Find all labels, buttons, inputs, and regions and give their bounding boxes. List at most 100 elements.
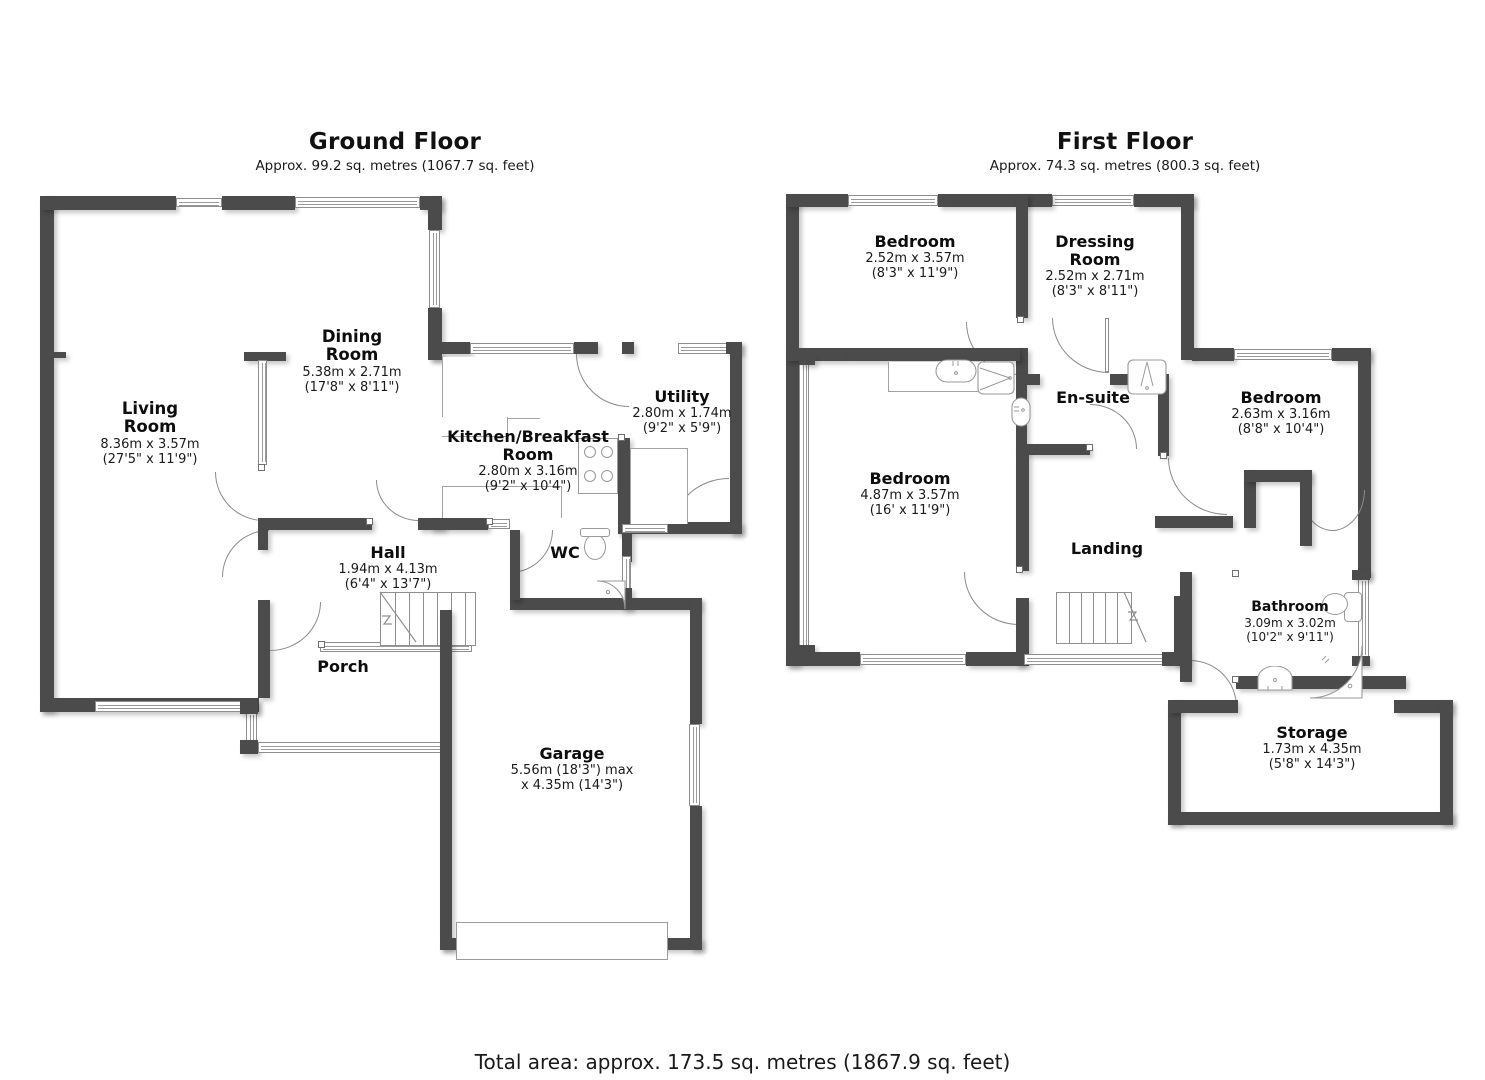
wall-ff-bathroom-top-right [1244,470,1310,482]
first-floor-area: Approx. 74.3 sq. metres (800.3 sq. feet) [989,158,1261,175]
window-ff-mainbed-left [799,360,809,648]
wall-hall-top-left [258,518,372,530]
garage-door [456,922,668,960]
room-label-kitchen-breakfast-room: Kitchen/Breakfast Room 2.80m x 3.16m (9'… [447,427,609,495]
wall-ff-dressing-right [1181,194,1194,360]
wall-ff-exterior-left [786,194,799,666]
wall-exterior-top-mid [222,196,295,210]
wall-kitchen-top-left [442,342,470,354]
window-porch-bottom [258,742,448,753]
window-ff-bedroom1-top [848,195,938,206]
room-label-ff-ensuite: En-suite [1056,388,1130,407]
wall-ff-storage-top-right [1394,700,1452,713]
wall-dining-right-lower [428,308,442,360]
kitchen-counter-upper [442,357,540,419]
wall-hall-left-stub [258,530,268,550]
kitchen-counter-mid [442,417,508,437]
wall-utility-top-left [622,342,634,354]
room-label-hall: Hall 1.94m x 4.13m (6'4" x 13'7") [338,543,438,593]
room-label-ff-bedroom-3: Bedroom 2.63m x 3.16m (8'8" x 10'4") [1231,388,1331,438]
wall-ff-ensuite-bottom [1016,444,1090,455]
door-leaf-ff-dressing [1105,318,1109,372]
window-garage-right [689,724,700,806]
window-living-top-1 [176,198,222,207]
wall-wc-right-upper [622,534,632,562]
wall-ff-bathroom-right-upper [1300,470,1312,546]
wall-kitchen-bottom-left [430,518,488,530]
window-living-bottom [95,701,245,712]
window-dining-top [295,197,420,208]
wall-ff-bed3-top-1 [1192,348,1234,361]
wall-garage-right-lower [690,806,702,950]
door-stop-ff-storage [1232,676,1239,683]
wall-ff-mid-center [848,348,1020,361]
door-swing-ff-ensuite [1090,404,1137,449]
wall-exterior-left [40,196,54,712]
ensuite-double-basin [935,359,977,383]
corner-bath [1309,645,1363,699]
wall-living-dining-head [244,352,286,361]
room-label-ff-dressing-room: Dressing Room 2.52m x 2.71m (8'3" x 8'11… [1045,232,1145,300]
ground-staircase [380,592,476,646]
room-label-ff-landing: Landing [1070,539,1144,558]
wall-garage-right-upper [690,598,702,724]
wall-ff-bathroom-left [1180,572,1192,682]
wall-dining-right-upper [428,196,442,230]
total-area-footer: Total area: approx. 173.5 sq. metres (18… [474,1050,1011,1074]
ground-floor-area: Approx. 99.2 sq. metres (1067.7 sq. feet… [255,158,535,175]
wall-ff-mainbed-left-notch-top [799,358,815,365]
wall-ff-storage-bottom [1168,812,1453,825]
wall-ff-mainbed-right-lower [1016,598,1029,666]
wall-utility-right [730,342,742,534]
wall-ff-mid-left [786,348,848,361]
wall-ff-top-2 [938,194,1024,207]
room-label-ff-storage: Storage 1.73m x 4.35m (5'8" x 14'3") [1262,723,1362,773]
room-label-ff-bathroom: Bathroom 3.09m x 3.02m (10'2" x 9'11") [1244,599,1336,645]
wall-kitchen-utility-partition [618,438,630,534]
wall-porch-corner-bottom [240,740,258,754]
window-ff-landing-bottom [1024,654,1174,665]
wall-ff-top-3 [1024,194,1052,207]
room-label-ff-bedroom-main: Bedroom 4.87m x 3.57m (16' x 11'9") [860,469,960,519]
wall-wc-left [510,530,520,600]
door-swing-hall-dining [376,480,419,521]
hob-ring-2 [601,446,613,458]
hob-ring-1 [584,446,596,458]
wall-ff-top-4 [1134,194,1194,207]
ensuite-basin [1011,397,1031,427]
toilet-bowl-bathroom [1322,593,1348,615]
wall-ff-bathroom-partition [1244,470,1256,528]
wall-ff-storage-left [1168,700,1181,824]
room-label-garage: Garage 5.56m (18'3") max x 4.35m (14'3") [510,744,634,794]
first-floor-title: First Floor [1056,129,1194,155]
door-stop-kitchen-hall [486,518,493,525]
room-label-wc: WC [550,543,580,562]
first-floor-title-block: First Floor Approx. 74.3 sq. metres (800… [945,129,1305,175]
door-swing-ff-dressing [1052,318,1109,373]
wall-ff-storage-right [1440,700,1453,824]
room-label-living-room: Living Room 8.36m x 3.57m (27'5" x 11'9"… [100,399,200,468]
shower-tray-ensuite [977,361,1015,395]
door-stop-ff-bathroom [1232,570,1239,577]
kitchen-counter-lower [442,486,562,518]
room-label-porch: Porch [317,657,369,676]
door-swing-ff-mainbed [964,572,1019,625]
door-swing-ff-bedroom3 [1168,458,1227,515]
landing-stairs-direction-arrow [1123,591,1147,643]
wall-kitchen-left-stub [430,354,442,360]
window-wc-top [622,524,668,533]
door-stop-kitchen-utility [618,434,625,441]
wall-porch-corner-top [240,700,258,714]
wall-ff-top-1 [786,194,848,207]
wall-ff-mainbed-right [1016,455,1029,571]
stairs-direction-arrow [379,591,417,643]
wall-exterior-top-left [40,196,176,210]
window-ff-bedroom3-top [1234,349,1332,360]
corner-basin-wc [596,580,626,610]
wall-ff-bed3-right [1358,348,1371,578]
wall-ff-bed1-dressing-partition [1016,194,1028,318]
window-kitchen-top [470,343,574,354]
wall-ff-bottom-1 [786,652,860,666]
wall-ff-mainbed-left-notch-bottom [799,645,815,652]
